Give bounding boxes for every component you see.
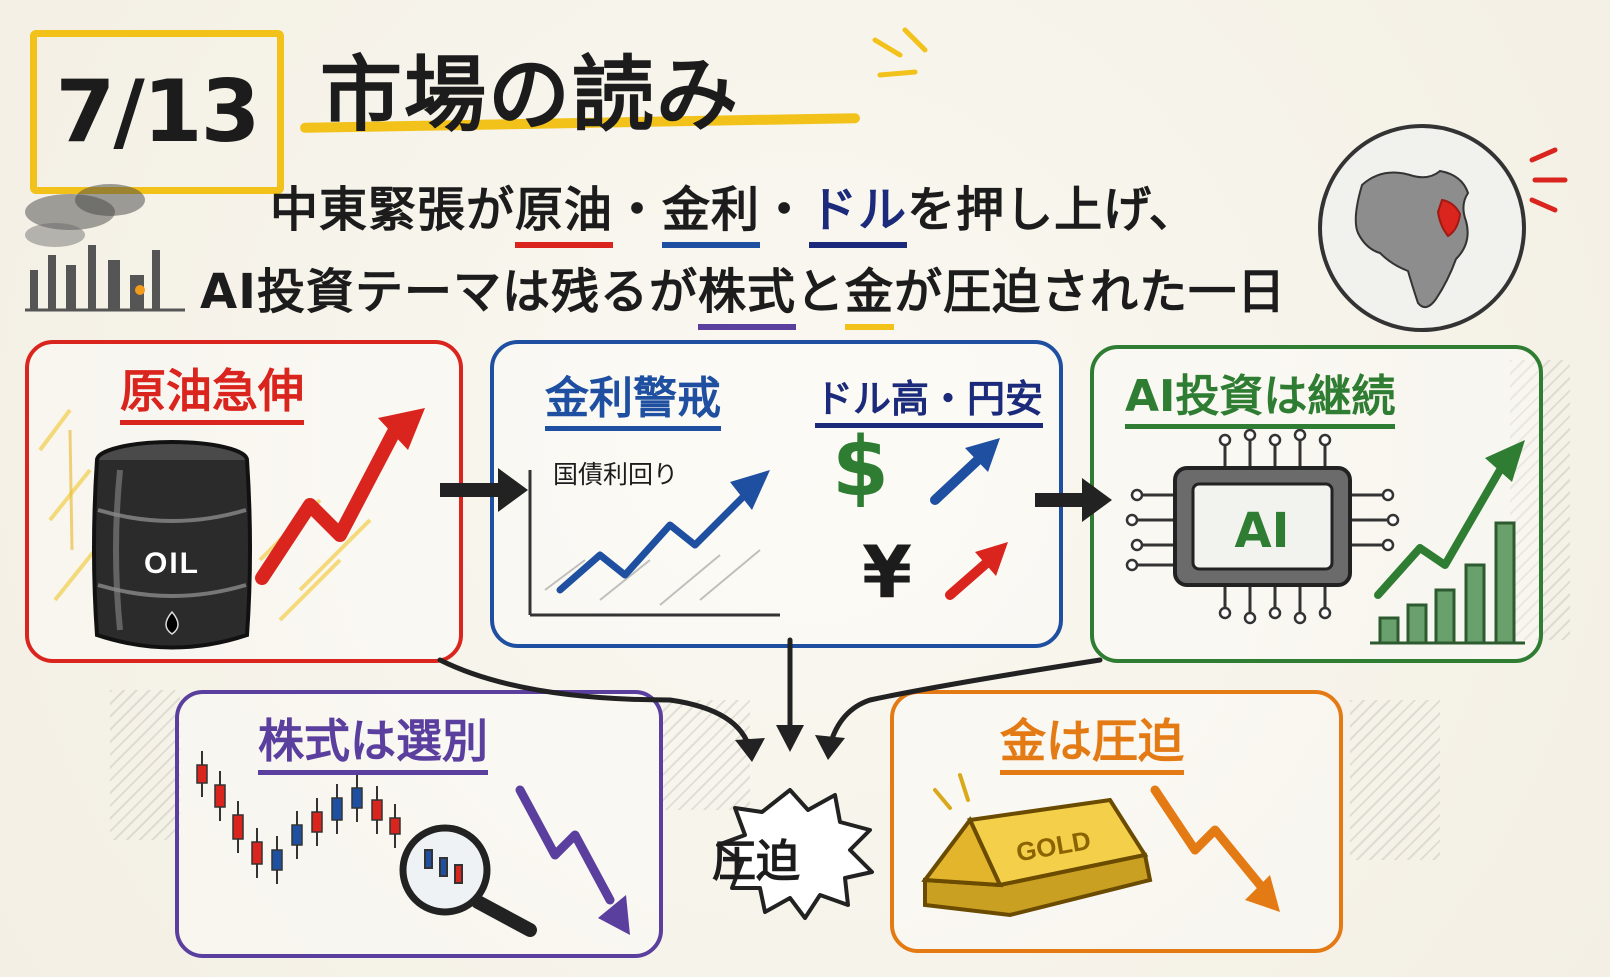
dollar-arrow-head <box>965 438 1000 472</box>
oil-title-text: 原油急伸 <box>120 364 304 425</box>
candle-body <box>251 841 263 865</box>
gold-arrow-head <box>1245 875 1280 912</box>
headline-text: 中東緊張が <box>270 182 516 238</box>
candle-body <box>331 797 343 821</box>
date-box: 7/13 <box>30 30 284 194</box>
headline-dot: ・ <box>613 182 663 238</box>
stocks-title-text: 株式は選別 <box>258 714 488 775</box>
gold-panel-title: 金は圧迫 <box>1000 705 1184 775</box>
headline-dot: ・ <box>760 182 810 238</box>
stocks-panel-title: 株式は選別 <box>258 705 488 775</box>
headline-text: が圧迫された一日 <box>894 264 1287 320</box>
candlestick-chart <box>196 751 401 884</box>
ai-up-arrow <box>1374 466 1504 599</box>
fx-panel-title: ドル高・円安 <box>815 368 1044 428</box>
candle-body <box>389 817 401 835</box>
headline-oil: 原油 <box>515 170 614 248</box>
candle-body <box>214 784 226 808</box>
yen-up-arrow <box>945 555 995 600</box>
converge-arrow-heads <box>735 725 845 762</box>
flow-arrow-oil-to-rates <box>440 468 528 512</box>
oil-arrow-head <box>378 408 425 450</box>
oil-barrel-label: OIL <box>144 547 200 580</box>
candle-body <box>371 799 383 821</box>
candle-body <box>311 811 323 833</box>
candle-body <box>196 764 208 784</box>
ai-growth-bars <box>1370 521 1525 645</box>
pressure-label: 圧迫 <box>712 836 800 887</box>
bond-yield-label: 国債利回り <box>553 460 679 489</box>
globe-icon <box>1318 124 1568 332</box>
factory-icon <box>25 184 185 312</box>
headline-stocks: 株式 <box>698 252 797 330</box>
headline-gold: 金 <box>845 252 895 330</box>
fx-title-text: ドル高・円安 <box>815 377 1044 428</box>
oil-barrel-icon <box>38 408 372 650</box>
date-text: 7/13 <box>55 62 261 162</box>
oil-up-arrow <box>255 423 402 585</box>
dollar-symbol: $ <box>832 420 890 515</box>
ai-arrow-head <box>1485 440 1525 482</box>
magnifier-icon <box>399 824 537 937</box>
headline-line-2: AI投資テーマは残るが株式と金が圧迫された一日 <box>200 252 1286 330</box>
rates-panel-title: 金利警戒 <box>545 362 721 431</box>
oil-panel-title: 原油急伸 <box>120 355 304 425</box>
candle-body <box>232 814 244 840</box>
headline-text: と <box>796 264 846 320</box>
gold-down-arrow <box>1150 785 1265 890</box>
main-title: 市場の読み <box>320 48 741 143</box>
ai-panel-title: AI投資は継続 <box>1125 360 1396 429</box>
background-hatching <box>110 690 180 840</box>
candle-body <box>351 787 363 809</box>
gold-title-text: 金は圧迫 <box>1000 714 1184 775</box>
panel-stocks <box>175 690 663 958</box>
background-hatching <box>1350 700 1440 860</box>
headline-line-1: 中東緊張が原油・金利・ドルを押し上げ、 <box>270 170 1198 248</box>
headline-dollar: ドル <box>809 170 908 248</box>
headline-text: を押し上げ、 <box>907 182 1198 238</box>
ai-chip-icon <box>1125 428 1400 625</box>
ai-title-text: AI投資は継続 <box>1125 371 1396 429</box>
stocks-arrow-head <box>598 895 630 935</box>
sparkle-marks <box>872 27 928 78</box>
bond-yield-chart <box>528 470 780 617</box>
pressure-burst <box>716 788 874 920</box>
converge-arrows <box>437 637 1103 753</box>
yen-symbol: ¥ <box>862 530 913 614</box>
candle-body <box>271 849 283 871</box>
headline-text: AI投資テーマは残るが <box>200 264 699 320</box>
dollar-up-arrow <box>930 453 985 505</box>
flow-arrow-rates-to-ai <box>1035 478 1112 522</box>
rates-title-text: 金利警戒 <box>545 373 721 431</box>
ai-chip-label: AI <box>1234 503 1289 559</box>
candle-body <box>291 824 303 846</box>
stocks-down-arrow <box>515 785 615 905</box>
yen-arrow-head <box>975 542 1008 576</box>
gold-bar-icon <box>921 773 1153 918</box>
background-hatching <box>660 700 750 810</box>
headline-rate: 金利 <box>662 170 761 248</box>
